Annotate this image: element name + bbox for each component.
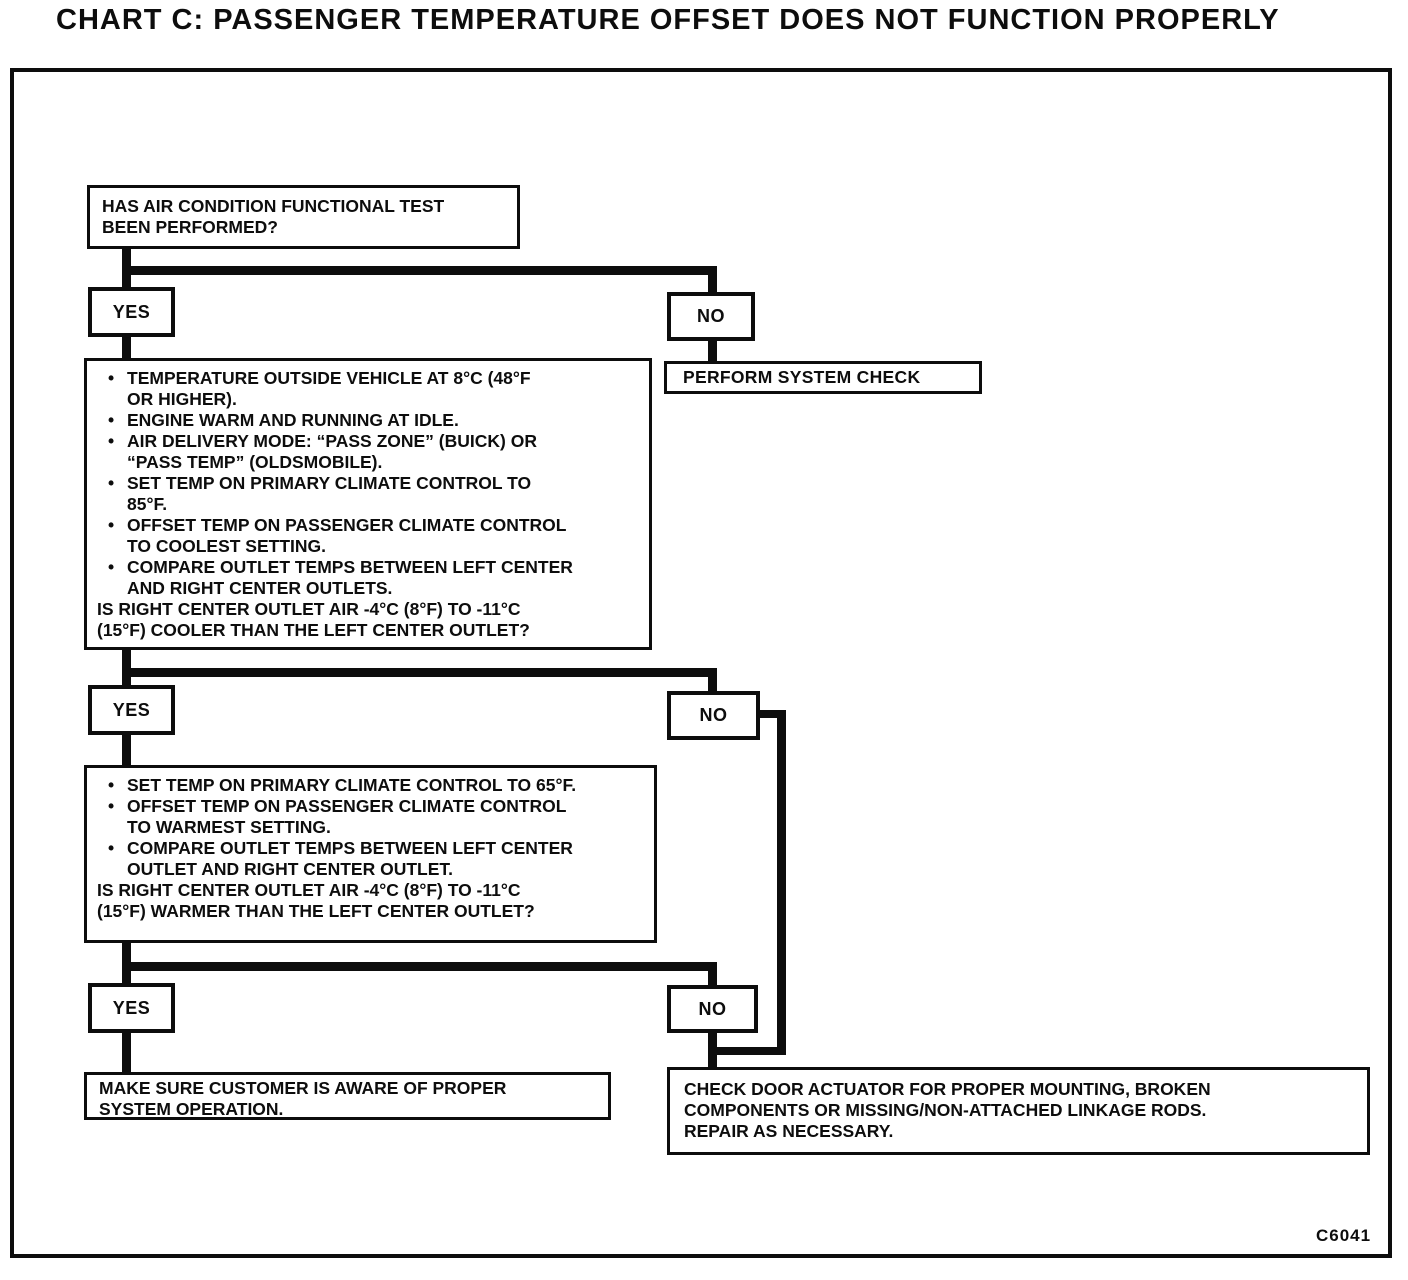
bullet-item: COMPARE OUTLET TEMPS BETWEEN LEFT CENTER… <box>97 838 644 880</box>
flow-node-start-question: HAS AIR CONDITION FUNCTIONAL TEST BEEN P… <box>87 185 520 249</box>
connector-branch3-to-no <box>708 962 717 987</box>
bullet-item: ENGINE WARM AND RUNNING AT IDLE. <box>97 410 639 431</box>
connector-no2-elbow <box>710 1047 786 1055</box>
flow-node-no-3: NO <box>667 985 758 1033</box>
page-title: CHART C: PASSENGER TEMPERATURE OFFSET DO… <box>56 4 1280 36</box>
connector-yes1-down <box>122 335 131 360</box>
bullet-item: TEMPERATURE OUTSIDE VEHICLE AT 8°C (48°F… <box>97 368 639 410</box>
figure-id-label: C6041 <box>1316 1226 1372 1245</box>
flow-node-warm-test: SET TEMP ON PRIMARY CLIMATE CONTROL TO 6… <box>84 765 657 943</box>
connector-no2-long-vertical <box>777 710 786 1055</box>
bullet-item: COMPARE OUTLET TEMPS BETWEEN LEFT CENTER… <box>97 557 639 599</box>
warm-test-bullet-list: SET TEMP ON PRIMARY CLIMATE CONTROL TO 6… <box>97 775 644 880</box>
flow-node-yes-1: YES <box>88 287 175 337</box>
flow-node-no-1: NO <box>667 292 755 341</box>
bullet-item: AIR DELIVERY MODE: “PASS ZONE” (BUICK) O… <box>97 431 639 473</box>
perform-system-check-label: PERFORM SYSTEM CHECK <box>683 367 921 387</box>
flow-node-yes-2: YES <box>88 685 175 735</box>
bullet-item: SET TEMP ON PRIMARY CLIMATE CONTROL TO 6… <box>97 775 644 796</box>
connector-no2-right <box>756 710 786 718</box>
no-label: NO <box>699 705 728 725</box>
no-label: NO <box>698 998 727 1019</box>
cool-test-bullet-list: TEMPERATURE OUTSIDE VEHICLE AT 8°C (48°F… <box>97 368 639 599</box>
no-label: NO <box>697 306 725 326</box>
bullet-item: OFFSET TEMP ON PASSENGER CLIMATE CONTROL… <box>97 515 639 557</box>
yes-label: YES <box>112 997 151 1018</box>
cool-test-question: IS RIGHT CENTER OUTLET AIR -4°C (8°F) TO… <box>97 599 530 640</box>
connector-branch2-to-no <box>708 668 717 693</box>
flow-node-check-actuator: CHECK DOOR ACTUATOR FOR PROPER MOUNTING,… <box>667 1067 1370 1155</box>
flow-node-customer-aware: MAKE SURE CUSTOMER IS AWARE OF PROPER SY… <box>84 1072 611 1120</box>
flow-node-perform-system-check: PERFORM SYSTEM CHECK <box>664 361 982 394</box>
bullet-item: OFFSET TEMP ON PASSENGER CLIMATE CONTROL… <box>97 796 644 838</box>
connector-branch2-horizontal <box>122 668 717 677</box>
connector-no1-down <box>708 339 717 362</box>
connector-branch1-horizontal <box>122 266 717 275</box>
connector-yes3-down <box>122 1031 131 1074</box>
connector-yes2-down <box>122 733 131 766</box>
flow-node-no-2: NO <box>667 691 760 740</box>
bullet-item: SET TEMP ON PRIMARY CLIMATE CONTROL TO 8… <box>97 473 639 515</box>
yes-label: YES <box>112 699 151 720</box>
yes-label: YES <box>112 301 151 322</box>
warm-test-question: IS RIGHT CENTER OUTLET AIR -4°C (8°F) TO… <box>97 880 535 921</box>
flow-node-cool-test: TEMPERATURE OUTSIDE VEHICLE AT 8°C (48°F… <box>84 358 652 650</box>
connector-branch1-to-no <box>708 266 717 294</box>
connector-no3-down <box>708 1031 717 1069</box>
flow-node-yes-3: YES <box>88 983 175 1033</box>
connector-branch3-horizontal <box>122 962 717 971</box>
